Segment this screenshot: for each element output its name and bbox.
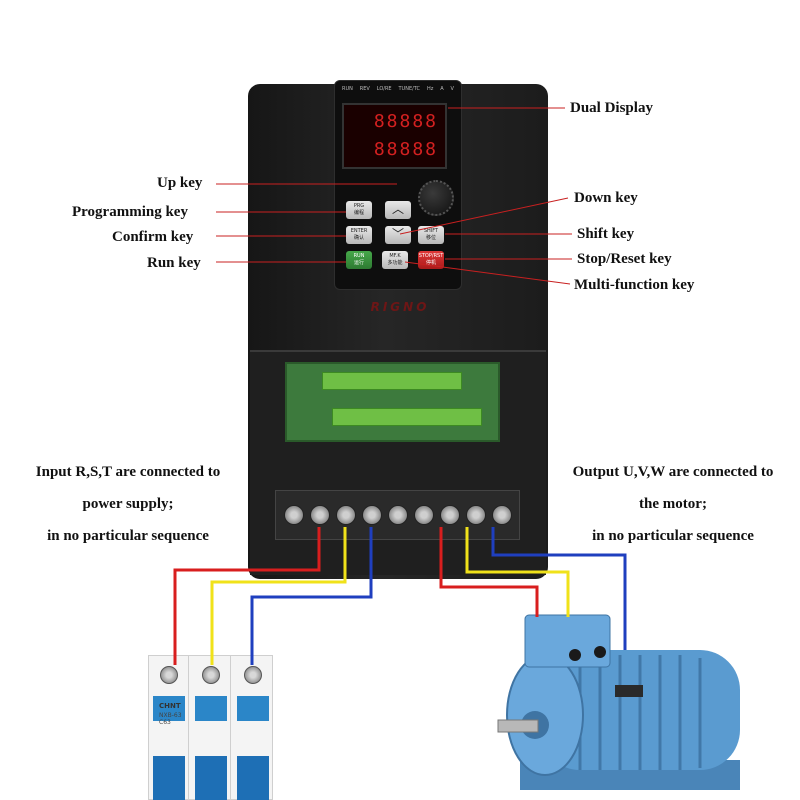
brand-logo: RIGNO <box>370 300 430 314</box>
breaker-pole <box>233 656 273 800</box>
label-run-key: Run key <box>147 255 201 271</box>
terminal-screw <box>284 505 304 525</box>
breaker-plate <box>237 696 269 721</box>
output-note-line-2: the motor; <box>639 496 707 512</box>
breaker-model: NXB-63 C63 <box>159 712 182 726</box>
breaker-handle <box>153 756 185 800</box>
down-key[interactable]: ﹀ <box>385 226 411 244</box>
label-up-key: Up key <box>157 175 203 191</box>
callout-line-down-key <box>399 197 569 235</box>
breaker-screw <box>202 666 220 684</box>
breaker-pole: CHNT NXB-63 C63 <box>149 656 189 800</box>
label-confirm-key: Confirm key <box>112 229 194 245</box>
circuit-breaker: CHNT NXB-63 C63 <box>148 655 273 800</box>
input-note-line-3: in no particular sequence <box>47 528 209 544</box>
chevron-up-icon: ︿ <box>391 202 404 216</box>
cable-gland <box>569 649 581 661</box>
wire-blue-output <box>491 527 627 650</box>
dual-display: 88888 88888 <box>342 103 447 169</box>
display-bottom-value: 88888 <box>373 139 438 160</box>
multi-function-key[interactable]: MF.K 多功能 <box>382 251 408 269</box>
motor-terminal-box <box>524 614 611 668</box>
indicator-v: V <box>450 86 454 92</box>
terminal-screw-u <box>440 505 460 525</box>
confirm-key[interactable]: ENTER 确认 <box>346 226 372 244</box>
output-note: Output U,V,W are connected to the motor;… <box>548 456 798 552</box>
motor-nameplate <box>615 685 643 697</box>
output-note-line-1: Output U,V,W are connected to <box>572 464 774 480</box>
breaker-handle <box>237 756 269 800</box>
breaker-pole <box>191 656 231 800</box>
indicator-row: RUN REV LO/RE TUNE/TC Hz A V <box>342 86 454 92</box>
indicator-lore: LO/RE <box>376 86 392 92</box>
label-shift-key: Shift key <box>577 226 635 242</box>
control-terminal-strip-bottom <box>332 408 482 426</box>
terminal-screw-s <box>336 505 356 525</box>
label-stop-reset-key: Stop/Reset key <box>577 251 672 267</box>
indicator-run: RUN <box>342 86 353 92</box>
control-terminal-strip-top <box>322 372 462 390</box>
motor-end-cap <box>506 654 584 776</box>
input-note: Input R,S,T are connected to power suppl… <box>12 456 244 552</box>
indicator-hz: Hz <box>426 86 434 92</box>
motor-shaft <box>497 719 539 733</box>
output-wires <box>439 527 627 650</box>
terminal-screw-w <box>492 505 512 525</box>
terminal-screw <box>414 505 434 525</box>
cable-gland <box>594 646 606 658</box>
wire-red-output <box>439 527 539 617</box>
input-note-line-2: power supply; <box>82 496 174 512</box>
callout-line-multi-function-key <box>404 261 571 285</box>
wire-red-input <box>173 527 321 665</box>
display-top-value: 88888 <box>373 111 438 132</box>
terminal-screw-v <box>466 505 486 525</box>
label-multi-function-key: Multi-function key <box>574 277 695 293</box>
breaker-logo: CHNT <box>159 702 181 710</box>
callout-lines <box>216 107 572 285</box>
breaker-screw <box>244 666 262 684</box>
label-dual-display: Dual Display <box>570 100 653 116</box>
control-board <box>285 362 500 442</box>
breaker-plate <box>195 696 227 721</box>
breaker-label-plate: CHNT NXB-63 C63 <box>153 696 185 726</box>
input-note-line-1: Input R,S,T are connected to <box>35 464 221 480</box>
output-note-line-3: in no particular sequence <box>592 528 754 544</box>
run-key[interactable]: RUN 运行 <box>346 251 372 269</box>
wire-yellow-output <box>465 527 570 617</box>
label-programming-key: Programming key <box>72 204 188 220</box>
up-key[interactable]: ︿ <box>385 201 411 219</box>
power-terminal-block <box>275 490 520 540</box>
indicator-tune: TUNE/TC <box>398 86 421 92</box>
shift-key[interactable]: SHIFT 移位 <box>418 226 444 244</box>
breaker-screw <box>160 666 178 684</box>
input-wires <box>173 527 373 665</box>
chevron-down-icon: ﹀ <box>391 227 404 241</box>
electric-motor <box>497 614 740 790</box>
indicator-rev: REV <box>359 86 370 92</box>
label-down-key: Down key <box>574 190 638 206</box>
programming-key[interactable]: PRG 编程 <box>346 201 372 219</box>
wire-yellow-input <box>210 527 347 665</box>
terminal-screw-t <box>362 505 382 525</box>
terminal-screw <box>388 505 408 525</box>
potentiometer-knob[interactable] <box>418 180 454 216</box>
indicator-a: A <box>440 86 444 92</box>
breaker-handle <box>195 756 227 800</box>
terminal-screw-r <box>310 505 330 525</box>
wire-blue-input <box>250 527 373 665</box>
